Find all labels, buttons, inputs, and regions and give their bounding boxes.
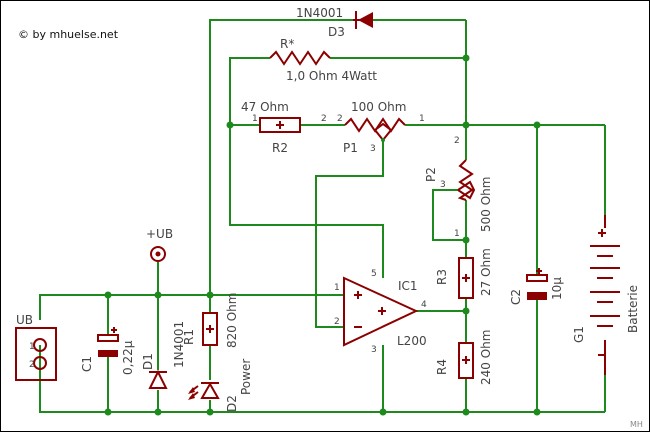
ub-connector-pin1: 1: [29, 342, 35, 352]
c1-ref: C1: [80, 356, 94, 372]
c2-ref: C2: [509, 289, 523, 305]
r2-value: 47 Ohm: [241, 100, 289, 114]
resistor-r3: [458, 257, 474, 299]
resistor-r4: [458, 342, 474, 379]
rstar-ref: R*: [280, 37, 294, 51]
r2-pin1: 1: [252, 114, 258, 124]
r2-ref: R2: [272, 141, 288, 155]
p1-value: 100 Ohm: [351, 100, 406, 114]
d1-value: 1N4001: [172, 321, 186, 368]
r3-value: 27 Ohm: [479, 248, 493, 296]
resistor-r1: [202, 312, 218, 346]
d3-value: 1N4001: [296, 6, 343, 20]
d3-ref: D3: [328, 25, 345, 39]
r3-ref: R3: [435, 269, 449, 285]
copyright-text: © by mhuelse.net: [18, 28, 119, 41]
p2-pin3: 3: [440, 180, 446, 190]
led-d2: [188, 381, 220, 400]
rstar-value: 1,0 Ohm 4Watt: [286, 69, 377, 83]
supply-ub: [150, 246, 166, 262]
resistor-rstar: [269, 50, 331, 66]
resistor-r2: [259, 117, 301, 133]
wires: [39, 19, 606, 413]
capacitor-c2: [526, 268, 548, 300]
diode-d3: [353, 11, 373, 29]
g1-ref: G1: [572, 326, 586, 343]
ic1-pin1: 1: [334, 283, 340, 293]
p2-pin1: 1: [454, 229, 460, 239]
ic1-regulator: [343, 276, 419, 347]
p1-pin2: 2: [337, 114, 343, 124]
ic1-pin5: 5: [371, 269, 377, 279]
connector-ub: [15, 327, 57, 381]
diode-d1: [148, 369, 168, 389]
r1-ref: R1: [182, 329, 196, 345]
r4-ref: R4: [435, 359, 449, 375]
d2-value: Power: [239, 359, 253, 395]
ub-connector-pin2: 2: [29, 360, 35, 370]
p1-pin1: 1: [419, 114, 425, 124]
ic1-ref: IC1: [398, 279, 418, 293]
ic1-value: L200: [397, 334, 427, 348]
ub-supply-label: +UB: [146, 227, 173, 241]
p1-ref: P1: [343, 141, 358, 155]
c2-value: 10µ: [550, 277, 564, 300]
ub-connector-ref: UB: [16, 313, 33, 327]
potentiometer-p1: [344, 117, 406, 142]
potentiometer-p2: [457, 159, 476, 201]
p2-pin2: 2: [454, 136, 460, 146]
capacitor-c1: [97, 327, 119, 357]
p1-pin3: 3: [370, 144, 376, 154]
p2-value: 500 Ohm: [479, 177, 493, 232]
battery-g1: [590, 215, 620, 375]
g1-value: Batterie: [626, 285, 640, 333]
r4-value: 240 Ohm: [479, 330, 493, 385]
corner-mark: MH: [630, 420, 643, 429]
c1-value: 0,22µ: [121, 340, 135, 375]
junctions: [104, 54, 541, 416]
ic1-pin4: 4: [421, 300, 427, 310]
d2-ref: D2: [225, 395, 239, 412]
p2-ref: P2: [424, 167, 438, 182]
r1-value: 820 Ohm: [225, 293, 239, 348]
ic1-pin3: 3: [371, 345, 377, 355]
d1-ref: D1: [141, 353, 155, 370]
ic1-pin2: 2: [334, 317, 340, 327]
r2-pin2: 2: [321, 114, 327, 124]
